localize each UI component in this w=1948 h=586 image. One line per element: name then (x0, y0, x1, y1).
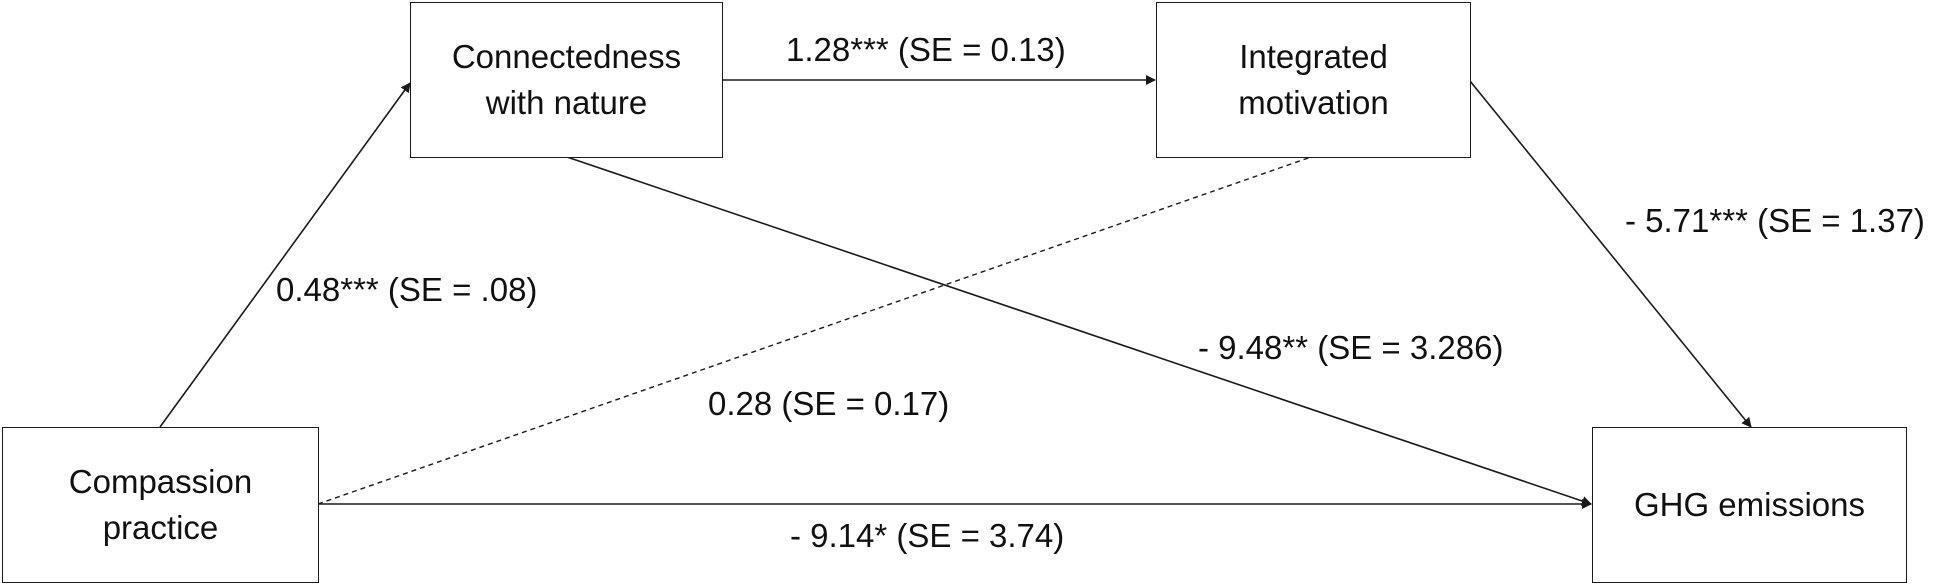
node-connectedness-with-nature: Connectedness with nature (410, 2, 723, 158)
edge-compassion-to-connectedness (159, 82, 411, 428)
edge-connectedness-to-ghg (566, 156, 1592, 506)
node-ghg-emissions: GHG emissions (1592, 427, 1907, 583)
node-compassion-practice: Compassion practice (2, 427, 319, 583)
edge-label-compassion-to-connectedness: 0.48*** (SE = .08) (276, 271, 538, 308)
edge-compassion-to-integrated (317, 156, 1312, 505)
node-integrated-motivation: Integrated motivation (1156, 2, 1471, 158)
edge-label-compassion-to-ghg: - 9.14* (SE = 3.74) (790, 517, 1065, 554)
edge-label-compassion-to-integrated: 0.28 (SE = 0.17) (708, 385, 950, 422)
edge-label-integrated-to-ghg: - 5.71*** (SE = 1.37) (1625, 202, 1925, 239)
edge-integrated-to-ghg (1469, 80, 1752, 428)
edge-label-connectedness-to-ghg: - 9.48** (SE = 3.286) (1198, 329, 1504, 366)
edge-label-connectedness-to-integrated: 1.28*** (SE = 0.13) (786, 31, 1066, 68)
